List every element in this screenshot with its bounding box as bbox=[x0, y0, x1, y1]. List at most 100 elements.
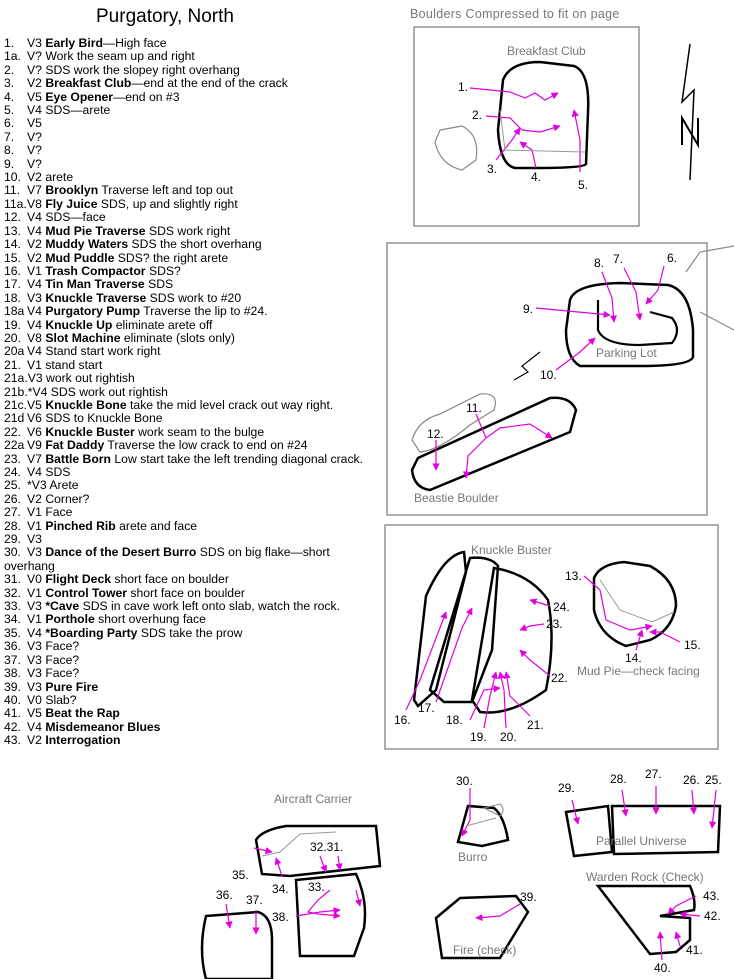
route-grade: V6 bbox=[27, 411, 42, 426]
route-grade: V4 bbox=[27, 719, 42, 734]
route-list-item: 34.V1 Porthole short overhung face bbox=[4, 613, 380, 627]
route-grade: *V3 bbox=[27, 478, 47, 493]
route-grade: V4 bbox=[27, 210, 42, 225]
route-description: Low start take the left trending diagona… bbox=[114, 451, 364, 466]
route-list-item: 24.V4 SDS bbox=[4, 465, 380, 479]
route-number-34: 34. bbox=[272, 882, 289, 896]
route-description: SDS? bbox=[148, 263, 181, 278]
route-list-item: 37.V3 Face? bbox=[4, 652, 380, 667]
route-grade: V1 bbox=[27, 585, 42, 600]
route-number: 35. bbox=[4, 625, 21, 640]
route-description: Face bbox=[45, 505, 73, 520]
route-number-24: 24. bbox=[553, 600, 570, 614]
route-name: Control Tower bbox=[45, 585, 128, 600]
route-description: Work the seam up and right bbox=[45, 49, 195, 64]
parallel-universe-left bbox=[564, 804, 614, 858]
boulder-label-knuckle-buster: Knuckle Buster bbox=[471, 543, 552, 557]
route-number: 21b. bbox=[4, 384, 28, 399]
route-grade: V9 bbox=[27, 438, 42, 453]
route-number: 4. bbox=[4, 89, 15, 104]
route-list-item: 21b.*V4 SDS work out rightish bbox=[4, 384, 380, 399]
route-grade: V3 bbox=[27, 599, 42, 614]
route-number: 28. bbox=[4, 518, 21, 533]
route-grade: V8 bbox=[27, 330, 42, 345]
page-title: Purgatory, North bbox=[96, 6, 234, 27]
route-number: 37. bbox=[4, 652, 21, 667]
route-grade: V2 bbox=[27, 250, 42, 265]
route-list-item: 5.V4 SDS—arete bbox=[4, 103, 380, 118]
route-grade: V3 bbox=[27, 545, 42, 560]
boulder-label-parallel-universe: Parallel Universe bbox=[596, 834, 687, 848]
route-name: Mud Pie Traverse bbox=[45, 223, 146, 238]
compression-note: Boulders Compressed to fit on page bbox=[410, 7, 620, 21]
aircraft-carrier-lower bbox=[294, 872, 367, 958]
route-name: Pinched Rib bbox=[45, 518, 116, 533]
route-description: SDS work the slopey right overhang bbox=[45, 62, 240, 77]
route-number: 19. bbox=[4, 317, 21, 332]
route-description: SDS—arete bbox=[45, 103, 111, 118]
route-grade: V7 bbox=[27, 183, 42, 198]
route-name: Muddy Waters bbox=[45, 237, 129, 252]
route-number-38: 38. bbox=[272, 910, 289, 924]
route-grade: V2 bbox=[27, 237, 42, 252]
route-description: eliminate (slots only) bbox=[123, 330, 235, 345]
route-grade: V0 bbox=[27, 572, 42, 587]
route-number: 2. bbox=[4, 62, 15, 77]
route-number: 1a. bbox=[4, 49, 21, 64]
route-number: 11. bbox=[4, 183, 21, 198]
route-number-7: 7. bbox=[613, 252, 623, 266]
beastie-small-boulder bbox=[411, 393, 496, 453]
route-number-8: 8. bbox=[594, 256, 604, 270]
route-list-item: 29.V3 bbox=[4, 532, 380, 546]
breakfast-club-boulder bbox=[496, 60, 590, 170]
route-number: 40. bbox=[4, 692, 21, 707]
route-grade: V5 bbox=[27, 89, 42, 104]
route-description: short face on boulder bbox=[114, 572, 229, 587]
route-number: 17. bbox=[4, 277, 21, 292]
route-list-item: 18.V3 Knuckle Traverse SDS work to #20 bbox=[4, 291, 380, 305]
route-number-2: 2. bbox=[472, 108, 482, 122]
route-number: 21d bbox=[4, 411, 25, 426]
route-list-item: 8.V? bbox=[4, 143, 380, 157]
route-number: 39. bbox=[4, 679, 21, 694]
route-grade: V? bbox=[27, 156, 42, 171]
boulder-label-fire: Fire (check) bbox=[453, 943, 516, 957]
route-grade: V1 bbox=[27, 357, 42, 372]
route-list-item: 10.V2 arete bbox=[4, 170, 380, 184]
route-number-13: 13. bbox=[565, 569, 582, 583]
route-name: Eye Opener bbox=[45, 89, 114, 104]
warden-rock-boulder bbox=[595, 884, 696, 956]
parking-lot-frame bbox=[386, 242, 708, 516]
route-number-42: 42. bbox=[704, 909, 721, 923]
route-description: SDS—face bbox=[45, 210, 106, 225]
route-number: 1. bbox=[4, 36, 15, 50]
route-number: 23. bbox=[4, 451, 21, 466]
route-grade: V1 bbox=[27, 505, 42, 520]
route-number-37: 37. bbox=[246, 893, 263, 907]
route-list-item: 2.V? SDS work the slopey right overhang bbox=[4, 62, 380, 77]
boulder-label-mud-pie: Mud Pie—check facing bbox=[577, 664, 700, 678]
route-number-41: 41. bbox=[686, 943, 703, 957]
route-grade: *V4 bbox=[27, 384, 48, 399]
route-description: SDS work right bbox=[148, 223, 231, 238]
route-number: 18a bbox=[4, 304, 25, 319]
route-grade: V1 bbox=[27, 263, 42, 278]
route-grade: V3 bbox=[27, 679, 42, 694]
route-grade: V0 bbox=[27, 692, 42, 707]
route-list-item: 1.V3 Early Bird—High face bbox=[4, 36, 380, 50]
route-list-item: 13.V4 Mud Pie Traverse SDS work right bbox=[4, 223, 380, 238]
route-list-item: 26.V2 Corner? bbox=[4, 492, 380, 506]
route-grade: V2 bbox=[27, 733, 42, 748]
route-grade: V4 bbox=[27, 103, 42, 118]
route-name: Slot Machine bbox=[45, 330, 121, 345]
route-description: SDS? the right arete bbox=[117, 250, 229, 265]
route-list-item: 42.V4 Misdemeanor Blues bbox=[4, 719, 380, 734]
route-list-item: 32.V1 Control Tower short face on boulde… bbox=[4, 585, 380, 600]
route-name: Misdemeanor Blues bbox=[45, 719, 161, 734]
route-list-item: 36.V3 Face? bbox=[4, 639, 380, 653]
mud-pie-boulder bbox=[592, 560, 678, 648]
route-list-item: 38.V3 Face? bbox=[4, 666, 380, 680]
route-grade: V5 bbox=[27, 116, 42, 131]
